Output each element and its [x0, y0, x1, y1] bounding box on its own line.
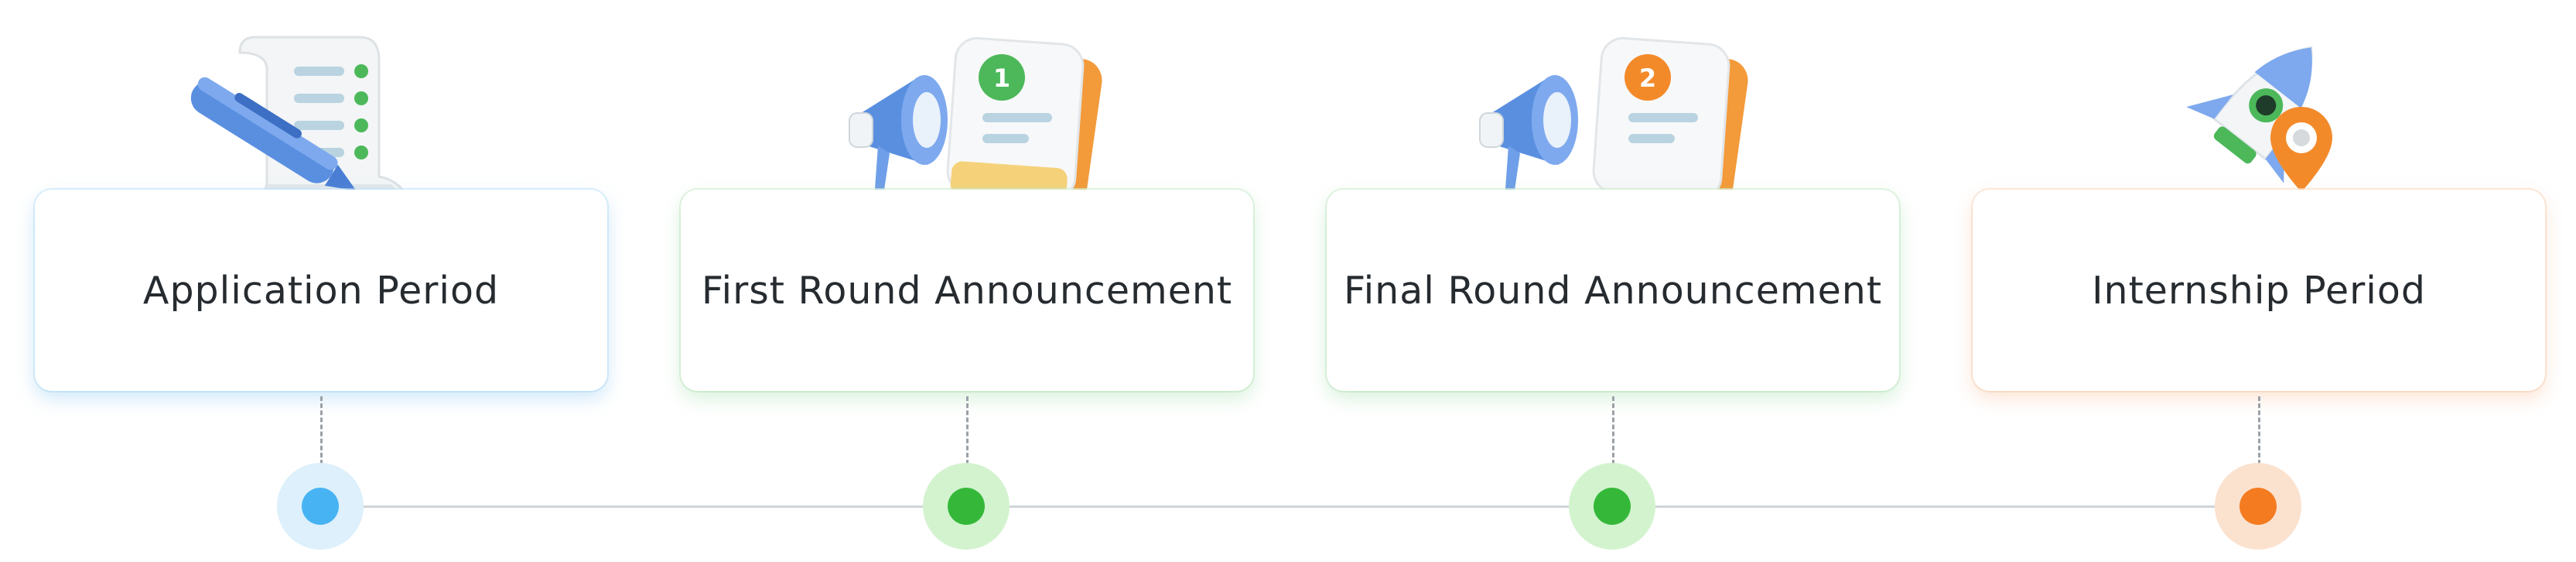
timeline-node-dot [948, 488, 985, 525]
timeline-node-dot [1594, 488, 1631, 525]
dashed-connector [1612, 396, 1614, 464]
timeline-node [277, 463, 364, 550]
megaphone-document-icon: 1 [849, 36, 1102, 213]
timeline-node-dot [302, 488, 339, 525]
megaphone-document-icon: 2 [1479, 36, 1748, 213]
timeline-node-dot [2239, 488, 2277, 525]
timeline-step-internship: Internship Period [1973, 0, 2545, 562]
step-card: Internship Period [1973, 190, 2545, 391]
timeline-step-application: Application Period [35, 0, 607, 562]
timeline-node [2215, 463, 2301, 550]
badge-number: 1 [993, 63, 1010, 93]
badge-number: 2 [1639, 63, 1656, 93]
timeline-step-final-round: 2 Final Round Announcement [1327, 0, 1899, 562]
step-card: Final Round Announcement [1327, 190, 1899, 391]
step-label: Final Round Announcement [1343, 268, 1883, 313]
step-label: Application Period [142, 268, 500, 313]
rocket-location-icon [2186, 46, 2332, 192]
dashed-connector [2258, 396, 2260, 464]
timeline-line [317, 505, 2259, 508]
document-pen-icon [190, 36, 408, 210]
dashed-connector [966, 396, 969, 464]
timeline-node [923, 463, 1010, 550]
dashed-connector [320, 396, 323, 464]
timeline-step-first-round: 1 First Round Announcement [681, 0, 1253, 562]
step-card: Application Period [35, 190, 607, 391]
step-label: First Round Announcement [701, 268, 1233, 313]
step-card: First Round Announcement [681, 190, 1253, 391]
step-label: Internship Period [2092, 268, 2426, 313]
timeline-node [1569, 463, 1655, 550]
